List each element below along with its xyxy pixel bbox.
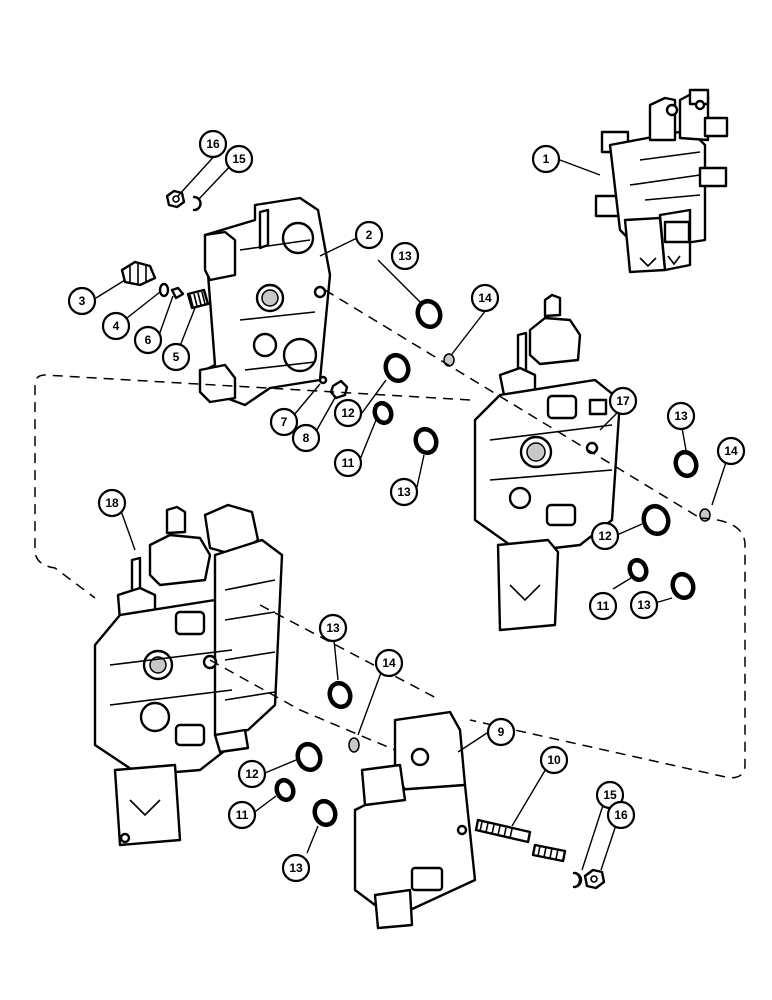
callout-5: 5 xyxy=(161,342,191,372)
callout-13c: 13 xyxy=(666,401,696,431)
svg-text:6: 6 xyxy=(145,333,152,347)
svg-text:9: 9 xyxy=(498,725,505,739)
ball-poppet-parts-7-8 xyxy=(318,375,349,400)
svg-text:15: 15 xyxy=(232,152,246,166)
svg-text:13: 13 xyxy=(397,485,411,499)
end-cover-part-9 xyxy=(353,710,477,930)
callout-1: 1 xyxy=(531,144,561,174)
svg-text:16: 16 xyxy=(206,137,220,151)
nut-washer-top xyxy=(165,189,202,212)
svg-text:13: 13 xyxy=(326,621,340,635)
callout-7: 7 xyxy=(269,407,299,437)
o-rings xyxy=(274,298,711,828)
svg-text:17: 17 xyxy=(616,394,630,408)
callout-13e: 13 xyxy=(318,613,348,643)
svg-text:16: 16 xyxy=(614,808,628,822)
callouts: 1 2 3 4 5 6 7 8 9 10 11 11 11 12 12 12 1… xyxy=(67,129,746,883)
svg-text:3: 3 xyxy=(79,294,86,308)
callout-14a: 14 xyxy=(470,283,500,313)
svg-text:11: 11 xyxy=(597,599,610,613)
svg-text:18: 18 xyxy=(105,496,119,510)
valve-section-part-18 xyxy=(93,503,284,847)
callout-11c: 11 xyxy=(227,800,257,830)
callout-10: 10 xyxy=(539,745,569,775)
svg-text:1: 1 xyxy=(543,152,550,166)
callout-2: 2 xyxy=(354,220,384,250)
callout-13f: 13 xyxy=(281,853,311,883)
svg-text:13: 13 xyxy=(674,409,688,423)
callout-15a: 15 xyxy=(224,144,254,174)
callout-12b: 12 xyxy=(590,521,620,551)
valve-section-part-17 xyxy=(473,293,622,632)
svg-text:12: 12 xyxy=(341,406,355,420)
svg-text:13: 13 xyxy=(637,598,651,612)
callout-13b: 13 xyxy=(389,477,419,507)
fitting-parts-3-6 xyxy=(120,260,210,310)
callout-12a: 12 xyxy=(333,398,363,428)
callout-13d: 13 xyxy=(629,590,659,620)
svg-text:5: 5 xyxy=(173,350,180,364)
callout-11a: 11 xyxy=(333,448,363,478)
svg-text:4: 4 xyxy=(113,319,120,333)
svg-text:12: 12 xyxy=(245,767,259,781)
svg-text:2: 2 xyxy=(366,228,373,242)
svg-text:15: 15 xyxy=(603,788,617,802)
svg-text:8: 8 xyxy=(303,431,310,445)
callout-13a: 13 xyxy=(390,241,420,271)
valve-assembly-part-1 xyxy=(594,88,729,274)
svg-text:14: 14 xyxy=(382,656,396,670)
callout-15b: 15 xyxy=(595,780,625,810)
svg-text:10: 10 xyxy=(547,753,561,767)
end-plate-part-2 xyxy=(198,196,332,407)
callout-16a: 16 xyxy=(198,129,228,159)
callout-9: 9 xyxy=(486,717,516,747)
assembly-guide-lines xyxy=(34,289,746,779)
callout-14c: 14 xyxy=(374,648,404,678)
callout-14b: 14 xyxy=(716,436,746,466)
svg-text:14: 14 xyxy=(724,444,738,458)
svg-text:13: 13 xyxy=(289,861,303,875)
callout-11b: 11 xyxy=(588,591,618,621)
callout-18: 18 xyxy=(97,488,127,518)
svg-text:11: 11 xyxy=(236,808,249,822)
svg-text:11: 11 xyxy=(342,456,355,470)
svg-text:13: 13 xyxy=(398,249,412,263)
callout-4: 4 xyxy=(101,311,131,341)
callout-16b: 16 xyxy=(606,800,636,830)
callout-3: 3 xyxy=(67,286,97,316)
tie-rod-part-10 xyxy=(474,818,606,890)
svg-text:12: 12 xyxy=(598,529,612,543)
callout-8: 8 xyxy=(291,423,321,453)
callout-12c: 12 xyxy=(237,759,267,789)
callout-6: 6 xyxy=(133,325,163,355)
callout-17: 17 xyxy=(608,386,638,416)
svg-text:14: 14 xyxy=(478,291,492,305)
svg-text:7: 7 xyxy=(281,415,288,429)
